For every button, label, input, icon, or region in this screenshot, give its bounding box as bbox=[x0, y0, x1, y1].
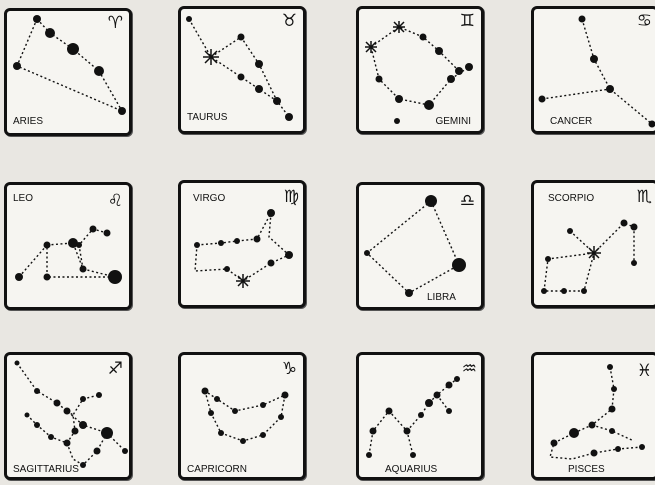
sagittarius-label: SAGITTARIUS bbox=[13, 464, 79, 475]
aries-label: ARIES bbox=[13, 116, 43, 127]
aries-star-2 bbox=[45, 28, 55, 38]
panel-taurus: ♉ TAURUS bbox=[178, 6, 306, 134]
taurus-symbol: ♉ bbox=[282, 11, 297, 31]
capricorn-symbol: ♑ bbox=[282, 359, 297, 379]
aries-star-3 bbox=[67, 43, 79, 55]
gemini-label: GEMINI bbox=[435, 116, 471, 127]
panel-gemini: ♊ GEMINI bbox=[356, 6, 484, 134]
pisces-symbol: ♓ bbox=[637, 361, 652, 381]
libra-symbol: ♎ bbox=[460, 191, 475, 211]
libra-label: LIBRA bbox=[427, 292, 456, 303]
aquarius-label: AQUARIUS bbox=[385, 464, 437, 475]
scorpio-symbol: ♏ bbox=[637, 187, 652, 207]
aries-star-4 bbox=[94, 66, 104, 76]
panel-leo: ♌ LEO bbox=[4, 182, 132, 310]
panel-capricorn: ♑ CAPRICORN bbox=[178, 352, 306, 480]
leo-symbol: ♌ bbox=[108, 191, 123, 211]
leo-label: LEO bbox=[13, 193, 33, 204]
panel-pisces: ♓ PISCES bbox=[531, 352, 655, 480]
aries-star-1 bbox=[33, 15, 41, 23]
panel-virgo: ♍ VIRGO bbox=[178, 180, 306, 308]
aries-symbol: ♈ bbox=[108, 13, 123, 33]
aquarius-symbol: ♒ bbox=[462, 359, 477, 379]
aries-star-5 bbox=[118, 107, 126, 115]
gemini-symbol: ♊ bbox=[460, 11, 475, 31]
sagittarius-symbol: ♐ bbox=[108, 359, 123, 379]
virgo-label: VIRGO bbox=[193, 193, 225, 204]
panel-sagittarius: ♐ SAGITTARIUS bbox=[4, 352, 132, 480]
pisces-label: PISCES bbox=[568, 464, 605, 475]
cancer-symbol: ♋ bbox=[637, 11, 652, 31]
virgo-symbol: ♍ bbox=[284, 187, 299, 207]
panel-scorpio: ♏ SCORPIO bbox=[531, 180, 655, 308]
scorpio-label: SCORPIO bbox=[548, 193, 594, 204]
panel-libra: ♎ LIBRA bbox=[356, 182, 484, 310]
cancer-label: CANCER bbox=[550, 116, 592, 127]
capricorn-label: CAPRICORN bbox=[187, 464, 247, 475]
aries-star-6 bbox=[13, 62, 21, 70]
panel-aries: ♈ ARIES bbox=[4, 8, 132, 136]
panel-aquarius: ♒ AQUARIUS bbox=[356, 352, 484, 480]
taurus-bright-star bbox=[203, 49, 219, 65]
panel-cancer: ♋ CANCER bbox=[531, 6, 655, 134]
taurus-label: TAURUS bbox=[187, 112, 227, 123]
